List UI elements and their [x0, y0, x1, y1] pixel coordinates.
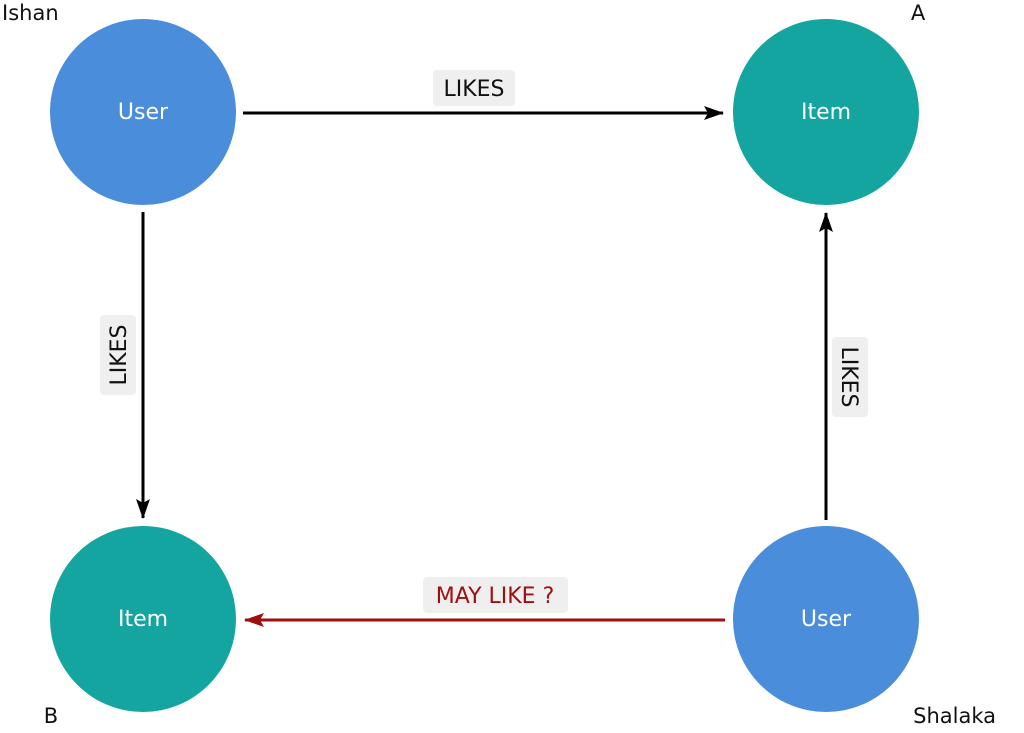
node-name-label: Ishan — [2, 1, 59, 25]
edge-shalaka-may-like-b: MAY LIKE ? — [244, 577, 725, 627]
item-node-circle — [733, 19, 919, 205]
node-type-label: User — [118, 100, 169, 125]
item-node-circle — [50, 526, 236, 712]
user-node-circle — [733, 526, 919, 712]
node-shalaka-user: User Shalaka — [733, 526, 996, 728]
edge-label-background — [832, 337, 868, 417]
node-a-item: Item A — [733, 1, 926, 205]
edge-label-background — [423, 577, 568, 613]
edge-label-background — [433, 70, 515, 106]
node-name-label: Shalaka — [913, 704, 996, 728]
node-name-label: A — [911, 1, 926, 25]
edge-shalaka-likes-a: LIKES — [819, 212, 868, 520]
edge-ishan-likes-a: LIKES — [243, 70, 724, 120]
node-b-item: Item B — [44, 526, 236, 728]
edge-ishan-likes-b: LIKES — [100, 212, 150, 519]
edge-label-background — [100, 315, 136, 395]
edge-label: LIKES — [836, 346, 861, 407]
node-type-label: Item — [118, 607, 168, 632]
node-name-label: B — [44, 704, 58, 728]
node-type-label: Item — [801, 100, 851, 125]
edge-label: LIKES — [443, 77, 504, 102]
node-type-label: User — [801, 607, 852, 632]
edge-label: LIKES — [107, 324, 132, 385]
user-node-circle — [50, 19, 236, 205]
edge-label: MAY LIKE ? — [436, 584, 555, 609]
node-ishan-user: User Ishan — [2, 1, 236, 205]
